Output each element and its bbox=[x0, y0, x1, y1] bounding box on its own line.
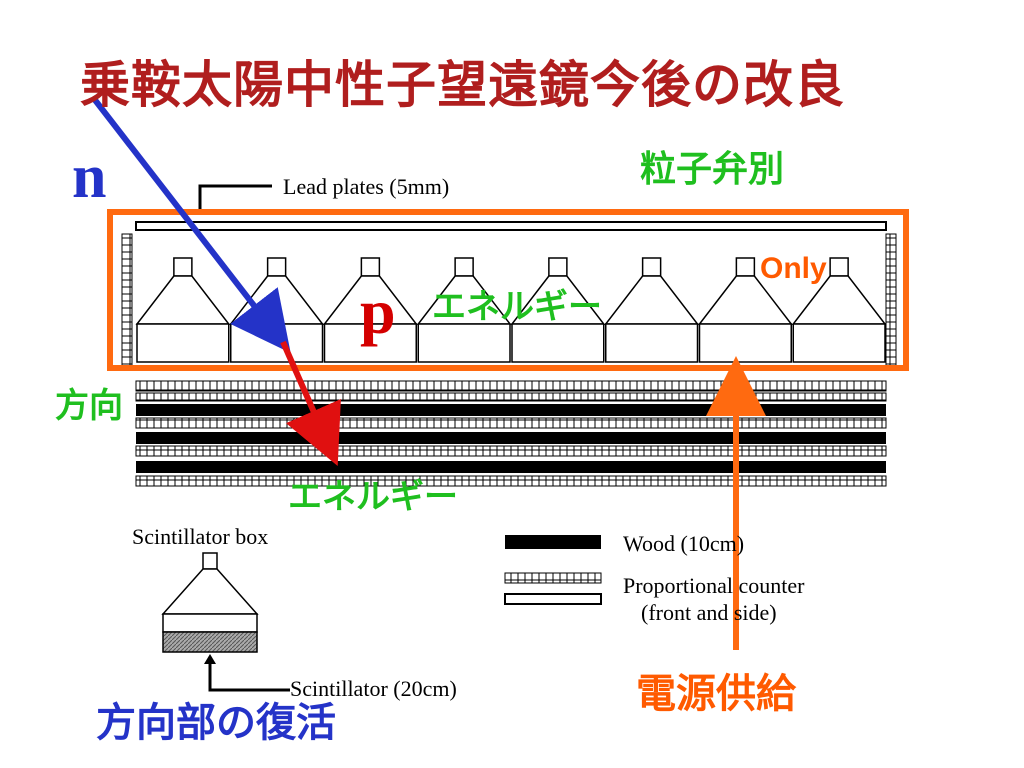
counter-stack bbox=[135, 380, 887, 487]
lead-plates bbox=[135, 184, 887, 231]
photomultiplier-tube bbox=[360, 257, 381, 277]
scintillator-block bbox=[323, 323, 417, 363]
neutron-label: n bbox=[72, 143, 107, 211]
scintillator-box-label: Scintillator box bbox=[132, 524, 269, 549]
scintillator-box bbox=[697, 257, 793, 363]
light-guide bbox=[229, 275, 325, 325]
photomultiplier-tube bbox=[641, 257, 662, 277]
legend-side-counter-symbol bbox=[504, 593, 602, 605]
scintillator-block bbox=[136, 323, 230, 363]
scintillator-block bbox=[511, 323, 605, 363]
page-title: 乗鞍太陽中性子望遠鏡今後の改良 bbox=[80, 56, 845, 114]
scintillator-box bbox=[510, 257, 606, 363]
legend-wood-symbol bbox=[505, 535, 601, 549]
scintillator-block bbox=[792, 323, 886, 363]
scintillator-box bbox=[604, 257, 700, 363]
direction-recovery-label: 方向部の復活 bbox=[96, 700, 336, 746]
only-label: Only bbox=[760, 252, 827, 285]
proton-label: p bbox=[360, 276, 396, 347]
neutron-track-arrow bbox=[92, 98, 291, 353]
scintillator-box bbox=[416, 257, 512, 363]
legend-counter-symbol bbox=[504, 572, 602, 584]
photomultiplier-tube bbox=[173, 257, 193, 277]
scintillator-box bbox=[135, 257, 231, 363]
wood-label: Wood (10cm) bbox=[623, 531, 745, 556]
legend-scintillator-box bbox=[161, 552, 290, 692]
energy-label-lower: エネルギー bbox=[288, 477, 458, 517]
scintillator-box bbox=[229, 257, 325, 363]
photomultiplier-tube bbox=[266, 257, 287, 277]
light-guide bbox=[604, 275, 700, 325]
lead-plates-label: Lead plates (5mm) bbox=[283, 174, 450, 199]
side-counter-left bbox=[121, 233, 133, 367]
proportional-counter-label: Proportional counter bbox=[623, 573, 805, 598]
scintillator-label: Scintillator (20cm) bbox=[290, 676, 457, 701]
photomultiplier-tube bbox=[829, 257, 849, 277]
power-supply-label: 電源供給 bbox=[636, 671, 796, 717]
proton-track-arrow bbox=[280, 340, 341, 466]
upgrade-highlight-box bbox=[107, 209, 909, 371]
photomultiplier-tube bbox=[735, 257, 756, 277]
scintillator-box bbox=[791, 257, 887, 363]
photomultiplier-tube bbox=[454, 257, 474, 277]
scintillator-block bbox=[698, 323, 792, 363]
scintillator-block bbox=[230, 323, 324, 363]
energy-label-upper: エネルギー bbox=[432, 287, 602, 327]
direction-label: 方向 bbox=[55, 386, 123, 426]
photomultiplier-tube bbox=[548, 257, 568, 277]
side-counter-right bbox=[885, 233, 897, 367]
scintillator-block bbox=[417, 323, 511, 363]
scintillator-box bbox=[322, 257, 418, 363]
scintillator-block bbox=[605, 323, 699, 363]
particle-discrimination-label: 粒子弁別 bbox=[640, 149, 785, 190]
proportional-counter-sublabel: (front and side) bbox=[641, 600, 777, 625]
light-guide bbox=[135, 275, 231, 325]
